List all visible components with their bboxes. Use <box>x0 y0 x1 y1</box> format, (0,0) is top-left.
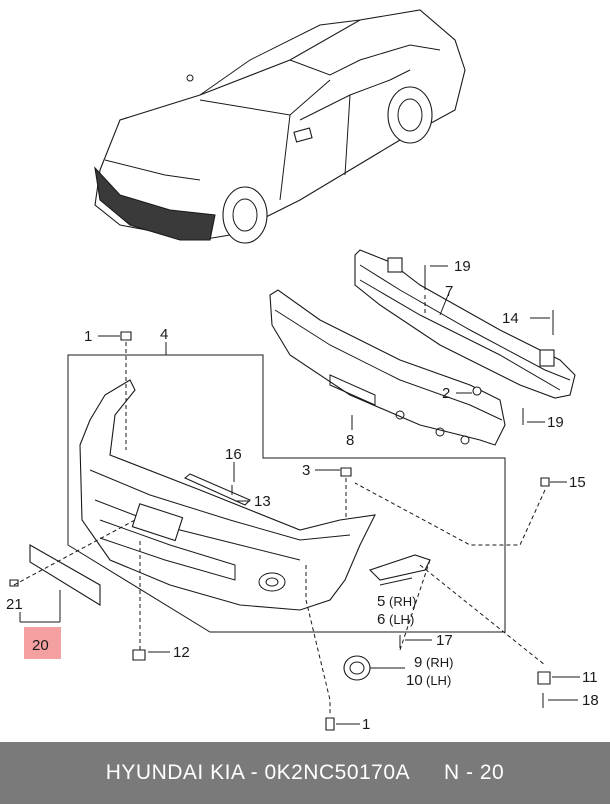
callout-13: 13 <box>254 493 271 510</box>
callout-2: 2 <box>442 385 450 402</box>
fasteners <box>9 265 554 731</box>
callout-4: 4 <box>160 326 168 343</box>
side-bracket-part-5-6 <box>368 554 431 581</box>
callout-20: 20 <box>32 637 49 654</box>
callout-labels: 1 4 19 7 14 2 19 8 3 15 16 13 5 (RH) 6 (… <box>6 258 599 733</box>
callout-11: 11 <box>582 669 598 686</box>
reinforcement-part-7 <box>354 249 576 399</box>
callout-8: 8 <box>346 432 354 449</box>
callout-9-side: (RH) <box>426 655 453 670</box>
bumper-assembly-outline <box>67 354 506 633</box>
callout-3: 3 <box>302 462 310 479</box>
callout-1: 1 <box>362 716 370 733</box>
callout-19: 19 <box>454 258 471 275</box>
leader-lines <box>19 265 580 725</box>
callout-6-side: (LH) <box>389 612 414 627</box>
footer-bar: HYUNDAI KIA - 0K2NC50170A N - 20 <box>0 742 610 804</box>
callout-18: 18 <box>582 692 599 709</box>
page-code-text: N - 20 <box>444 761 505 784</box>
fog-lamp-part-9-10 <box>343 655 371 681</box>
callout-5-side: (RH) <box>389 594 416 609</box>
callout-16: 16 <box>225 446 242 463</box>
part-number-text: HYUNDAI KIA - 0K2NC50170A <box>105 761 411 784</box>
bumper-cover-part-4 <box>79 379 376 611</box>
callout-14: 14 <box>502 310 519 327</box>
callout-21: 21 <box>6 596 23 613</box>
callout-10: 10 <box>406 672 423 689</box>
callout-9: 9 <box>414 654 422 671</box>
callout-6: 6 <box>377 611 385 628</box>
callout-17: 17 <box>436 632 453 649</box>
callout-7: 7 <box>445 283 453 300</box>
callout-5: 5 <box>377 593 385 610</box>
guide-lines <box>13 295 546 715</box>
bracket-part-13 <box>183 473 251 506</box>
callout-12: 12 <box>173 644 190 661</box>
callout-15: 15 <box>569 474 586 491</box>
license-plate-part-20 <box>29 544 101 606</box>
car-illustration <box>94 9 466 244</box>
highlighted-part-20 <box>24 627 61 659</box>
callout-1: 1 <box>84 328 92 345</box>
callout-19: 19 <box>547 414 564 431</box>
callout-10-side: (LH) <box>426 673 451 688</box>
absorber-part-8 <box>269 289 506 446</box>
parts-diagram: 1 4 19 7 14 2 19 8 3 15 16 13 5 (RH) 6 (… <box>6 9 599 733</box>
